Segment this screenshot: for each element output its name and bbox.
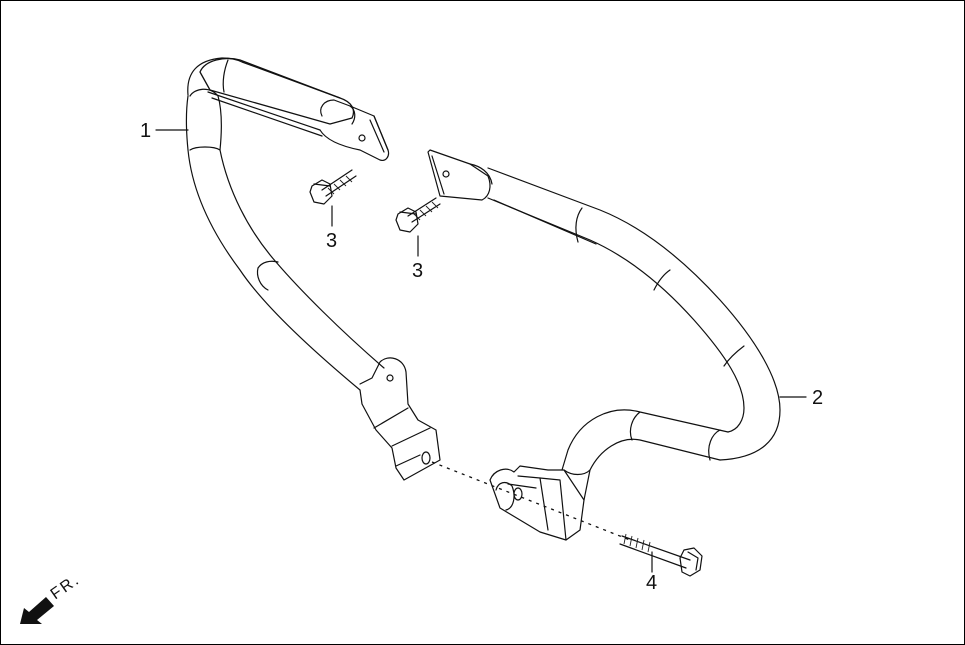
- front-direction-arrow-icon: [20, 597, 54, 624]
- bolt-3-left: [309, 169, 357, 227]
- callout-3-left: 3: [326, 230, 338, 252]
- callout-3-right: 3: [412, 260, 424, 282]
- bolt-3-right: [395, 197, 441, 257]
- left-guard-bar: [185, 57, 441, 481]
- assembly-axis-line: [431, 461, 631, 541]
- right-guard-bar: [427, 149, 781, 541]
- callout-4: 4: [646, 572, 658, 594]
- callout-2: 2: [812, 387, 824, 409]
- bolt-4: [619, 533, 703, 577]
- callout-1: 1: [140, 120, 152, 142]
